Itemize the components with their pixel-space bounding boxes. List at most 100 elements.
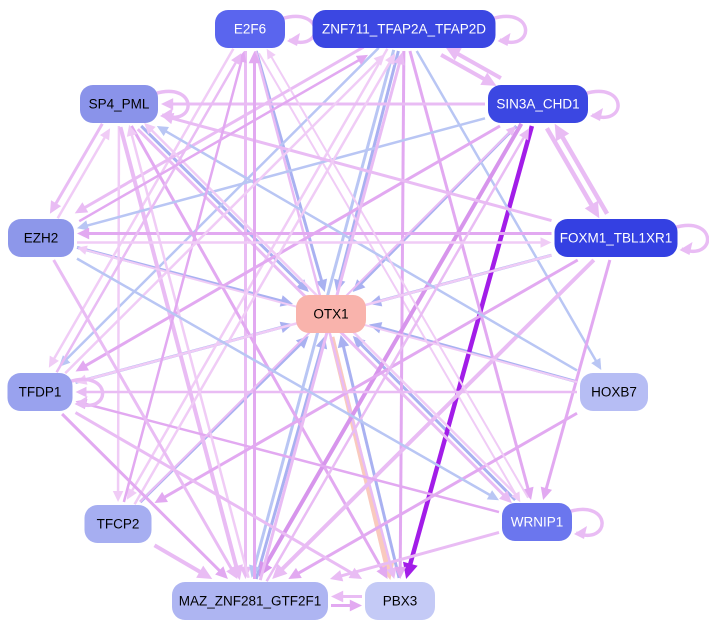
node-box[interactable] [215,10,285,48]
edge-SP4_PML-PBX3 [130,125,385,572]
edge-arrowhead-E2F6-WRNIP1 [511,491,521,503]
edge-TFCP2-ZNF711_TFAP2A_TFAP2D [133,59,393,505]
edge-arrowhead-TFDP1-ZNF711_TFAP2A_TFAP2D [373,54,386,66]
node-PBX3[interactable]: PBX3 [365,582,435,620]
node-box[interactable] [8,219,74,257]
node-HOXB7[interactable]: HOXB7 [580,373,648,411]
node-EZH2[interactable]: EZH2 [8,219,74,257]
edge-arrowhead-PBX3-OTX1 [337,334,350,349]
node-box[interactable] [365,582,435,620]
edge-arrowhead-WRNIP1-OTX1 [352,336,366,349]
edge-arrowhead-ZNF711_TFAP2A_TFAP2D-WRNIP1 [522,486,534,500]
node-box[interactable] [80,85,158,123]
edge-arrowhead-SIN3A_CHD1-PBX3 [403,561,418,579]
node-ZNF711_TFAP2A_TFAP2D[interactable]: ZNF711_TFAP2A_TFAP2D [312,10,496,48]
edge-arrowhead-SIN3A_CHD1-SP4_PML [161,98,174,110]
edge-arrowhead-MAZ_ZNF281_GTF2F1-PBX3 [349,599,362,612]
node-box[interactable] [296,295,366,333]
edge-arrowhead-EZH2-ZNF711_TFAP2A_TFAP2D [355,54,369,65]
edge-arrowhead-SIN3A_CHD1-ZNF711_TFAP2A_TFAP2D [445,47,462,61]
self-loop-SIN3A_CHD1 [583,89,620,119]
node-label: SP4_PML [89,97,150,112]
edge-MAZ_ZNF281_GTF2F1-SIN3A_CHD1 [265,134,527,582]
edge-FOXM1_TBL1XR1-SP4_PML [169,116,552,223]
self-loop-arrowhead-TFDP1 [74,396,88,409]
edge-arrowhead-SP4_PML-EZH2 [49,200,62,214]
edge-arrowhead-WRNIP1-SP4_PML [144,122,156,135]
edge-arrowhead-SP4_PML-WRNIP1 [499,490,512,504]
node-label: HOXB7 [591,385,637,400]
self-loops-layer [67,14,709,539]
edge-arrowhead-HOXB7-EZH2 [77,245,88,255]
self-loop-arrowhead-WRNIP1 [574,526,587,539]
edge-EZH2-MAZ_ZNF281_GTF2F1 [52,259,235,572]
edge-EZH2-ZNF711_TFAP2A_TFAP2D [78,57,362,223]
self-loop-arrowhead-E2F6 [287,33,300,46]
edge-arrowhead-HOXB7-TFDP1 [75,386,87,398]
node-box[interactable] [580,373,648,411]
edge-arrowhead-TFDP1-E2F6 [231,53,242,66]
edge-arrowhead-E2F6-OTX1 [315,278,328,292]
node-label: EZH2 [24,231,59,246]
edge-SIN3A_CHD1-MAZ_ZNF281_GTF2F1 [262,122,524,569]
node-label: E2F6 [234,22,266,37]
node-E2F6[interactable]: E2F6 [215,10,285,48]
edge-arrowhead-EZH2-FOXM1_TBL1XR1 [540,237,552,248]
edge-PBX3-OTX1 [341,343,401,579]
node-box[interactable] [84,505,152,543]
edge-FOXM1_TBL1XR1-SIN3A_CHD1 [558,132,610,215]
self-loop-ZNF711_TFAP2A_TFAP2D [490,14,528,44]
edge-arrowhead-SIN3A_CHD1-FOXM1_TBL1XR1 [584,200,600,219]
node-FOXM1_TBL1XR1[interactable]: FOXM1_TBL1XR1 [554,219,678,257]
node-label: SIN3A_CHD1 [496,97,579,112]
edge-HOXB7-MAZ_ZNF281_GTF2F1 [295,411,578,576]
edge-arrowhead-SIN3A_CHD1-TFDP1 [75,360,89,372]
edge-arrowhead-EZH2-WRNIP1 [486,490,499,501]
edge-ZNF711_TFAP2A_TFAP2D-SIN3A_CHD1 [440,53,488,83]
node-OTX1[interactable]: OTX1 [296,295,366,333]
edge-EZH2-WRNIP1 [76,257,493,498]
edge-FOXM1_TBL1XR1-TFCP2 [161,258,579,500]
node-box[interactable] [312,10,496,48]
edge-arrowhead-HOXB7-MAZ_ZNF281_GTF2F1 [288,567,302,579]
edge-EZH2-SP4_PML [56,134,108,219]
edge-arrowhead-ZNF711_TFAP2A_TFAP2D-HOXB7 [591,357,602,370]
edge-arrowhead-ZNF711_TFAP2A_TFAP2D-EZH2 [74,202,89,214]
edge-arrowhead-E2F6-TFDP1 [48,355,59,368]
edge-arrowhead-SIN3A_CHD1-EZH2 [77,220,89,231]
node-box[interactable] [554,219,678,257]
edge-arrowhead-FOXM1_TBL1XR1-WRNIP1 [540,486,553,500]
edge-arrowhead-MAZ_ZNF281_GTF2F1-E2F6 [248,51,261,64]
edge-arrowhead-FOXM1_TBL1XR1-EZH2 [77,227,90,240]
node-box[interactable] [172,582,328,620]
edge-ZNF711_TFAP2A_TFAP2D-OTX1 [337,50,400,284]
node-WRNIP1[interactable]: WRNIP1 [502,503,572,541]
self-loop-arrowhead-ZNF711_TFAP2A_TFAP2D [497,33,511,46]
edge-arrowhead-MAZ_ZNF281_GTF2F1-ZNF711_TFAP2A_TFAP2D [393,52,405,66]
edge-arrowhead-ZNF711_TFAP2A_TFAP2D-SIN3A_CHD1 [480,72,497,86]
node-label: TFCP2 [97,517,140,532]
edge-arrowhead-FOXM1_TBL1XR1-TFCP2 [154,491,168,504]
edge-arrowhead-MAZ_ZNF281_GTF2F1-SP4_PML [126,124,138,137]
node-TFCP2[interactable]: TFCP2 [84,505,152,543]
node-SIN3A_CHD1[interactable]: SIN3A_CHD1 [488,85,588,123]
node-box[interactable] [502,503,572,541]
edge-arrowhead-WRNIP1-E2F6 [266,48,276,60]
node-box[interactable] [488,85,588,123]
node-label: FOXM1_TBL1XR1 [560,231,673,246]
edge-SP4_PML-EZH2 [53,122,104,207]
node-MAZ_ZNF281_GTF2F1[interactable]: MAZ_ZNF281_GTF2F1 [172,582,328,620]
node-SP4_PML[interactable]: SP4_PML [80,85,158,123]
edge-arrowhead-TFDP1-MAZ_ZNF281_GTF2F1 [215,566,228,579]
edge-arrowhead-TFCP2-MAZ_ZNF281_GTF2F1 [196,565,213,579]
edge-MAZ_ZNF281_GTF2F1-OTX1 [254,344,324,580]
self-loop-arrowhead-SIN3A_CHD1 [590,108,603,121]
edge-arrowhead-WRNIP1-MAZ_ZNF281_GTF2F1 [329,570,344,582]
edge-ZNF711_TFAP2A_TFAP2D-TFDP1 [63,46,380,362]
node-TFDP1[interactable]: TFDP1 [7,373,73,411]
node-box[interactable] [7,373,73,411]
edge-SP4_PML-MAZ_ZNF281_GTF2F1 [118,126,239,571]
nodes-layer: E2F6 ZNF711_TFAP2A_TFAP2D SP4_PML SIN3A_CHD… [7,10,678,620]
